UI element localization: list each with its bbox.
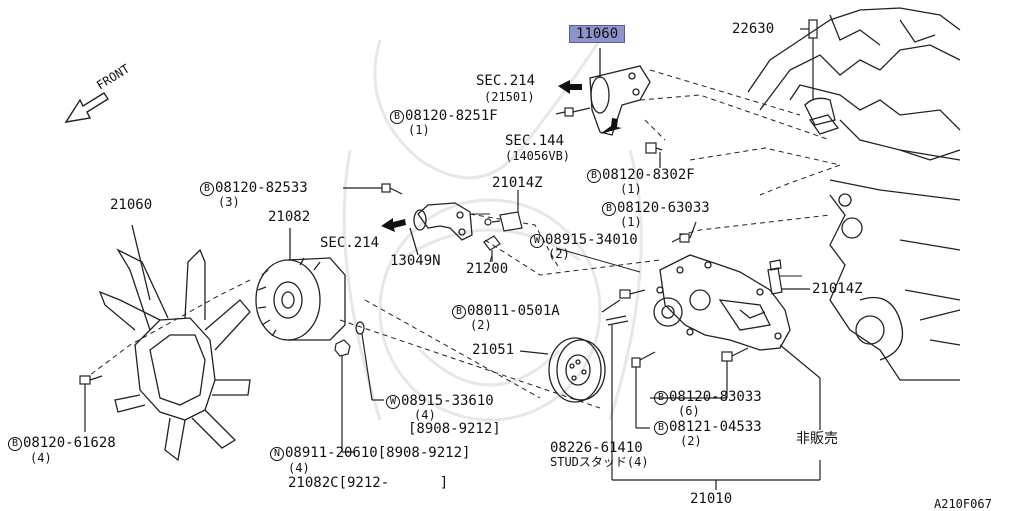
b-circle-icon: B — [8, 437, 22, 451]
leader-lines — [470, 213, 802, 277]
part-13049N-label: 13049N — [390, 253, 441, 269]
b-circle-icon: B — [654, 421, 668, 435]
bolt-8251F-code: 08120-8251F — [405, 108, 498, 124]
sec214-top-label: SEC.214 — [476, 73, 536, 89]
sensor-21014Z-right — [767, 259, 810, 295]
stud-61410-label: 08226-61410 — [550, 440, 643, 456]
stud-61410 — [605, 315, 629, 480]
bolt-63033-code: 08120-63033 — [617, 200, 710, 216]
part-21200-label: 21200 — [466, 261, 509, 277]
washer-33610 — [355, 321, 384, 401]
washer-33610-qty: (4) — [414, 408, 436, 422]
thermostat-housing-11060 — [589, 48, 651, 136]
stud-label: STUDスタッド(4) — [550, 455, 649, 469]
b-circle-icon: B — [390, 110, 404, 124]
bolt-8302F-code: 08120-8302F — [602, 167, 695, 183]
bolt-83033-qty: (6) — [678, 404, 700, 418]
sec214-top-sub: (21501) — [484, 90, 535, 104]
bolt-8302F-qty: (1) — [620, 182, 642, 196]
front-arrow — [64, 92, 109, 123]
sensor-21014Z-top — [484, 190, 523, 232]
bolt-04533-code: 08121-04533 — [669, 419, 762, 435]
part-21082C-label: 21082C[9212- ] — [288, 475, 449, 491]
bolt-63033-qty: (1) — [620, 215, 642, 229]
washer-33610-code: 08915-33610 — [401, 393, 494, 409]
bolt-61628 — [79, 375, 103, 432]
bolt-61628-code: 08120-61628 — [23, 435, 116, 451]
part-21014Z-right-label: 21014Z — [812, 281, 863, 297]
part-22630-label: 22630 — [732, 21, 775, 37]
bolt-0501A-qty: (2) — [470, 318, 492, 332]
bolt-04533-qty: (2) — [680, 434, 702, 448]
part-21082-label: 21082 — [268, 209, 311, 225]
part-21060-label: 21060 — [110, 197, 153, 213]
nut-20610 — [334, 339, 354, 453]
w-circle-icon: W — [386, 395, 400, 409]
not-for-sale-label: 非販売 — [796, 431, 838, 447]
sec144-label: SEC.144 — [505, 133, 565, 149]
part-21051-label: 21051 — [472, 342, 515, 358]
bolt-83033-code: 08120-83033 — [669, 389, 762, 405]
bolt-8251F-qty: (1) — [408, 123, 430, 137]
n-circle-icon: N — [270, 447, 284, 461]
sec144-sub: (14056VB) — [505, 149, 571, 163]
bolt-82533-qty: (3) — [218, 195, 240, 209]
b-circle-icon: B — [602, 202, 616, 216]
b-circle-icon: B — [654, 391, 668, 405]
washer-33610-date: [8908-9212] — [408, 421, 501, 437]
bolt-0501A-code: 08011-0501A — [467, 303, 560, 319]
nut-20610-code: 08911-20610 — [285, 445, 378, 461]
bolt-82533-code: 08120-82533 — [215, 180, 308, 196]
washer-34010-qty: (2) — [548, 247, 570, 261]
b-circle-icon: B — [200, 182, 214, 196]
fan-coupling-21082 — [255, 228, 346, 341]
engine-block-outline — [747, 7, 961, 381]
part-21014Z-top-label: 21014Z — [492, 175, 543, 191]
washer-34010-code: 08915-34010 — [545, 232, 638, 248]
bolt-61628-qty: (4) — [30, 451, 52, 465]
nut-20610-date: [8908-9212] — [377, 445, 471, 461]
b-circle-icon: B — [452, 305, 466, 319]
water-pump-21010 — [653, 254, 791, 351]
bolt-8302F — [645, 142, 663, 168]
bolt-82533 — [343, 183, 403, 195]
water-inlet-13049N — [409, 202, 473, 256]
part-11060-label: 11060 — [569, 25, 626, 43]
part-21010-label: 21010 — [690, 491, 733, 507]
gasket-21200 — [483, 235, 501, 262]
bracket-21010 — [612, 344, 821, 490]
sensor-22630 — [800, 19, 818, 100]
bolt-8251F — [555, 107, 591, 117]
b-circle-icon: B — [587, 169, 601, 183]
bolt-0501A — [601, 289, 646, 313]
arrow-sec214-top — [558, 80, 582, 94]
cooling-fan-21060 — [98, 224, 251, 462]
bolt-04533 — [631, 351, 656, 429]
pulley-21051 — [519, 337, 606, 403]
bolt-63033 — [671, 221, 697, 243]
w-circle-icon: W — [530, 234, 544, 248]
figure-code: A210F067 — [934, 497, 992, 511]
dashed-assembly-lines — [89, 69, 842, 409]
nut-20610-qty: (4) — [288, 461, 310, 475]
arrow-sec214-mid — [381, 218, 406, 232]
arrow-sec144 — [600, 118, 622, 134]
sec214-mid-label: SEC.214 — [320, 235, 380, 251]
